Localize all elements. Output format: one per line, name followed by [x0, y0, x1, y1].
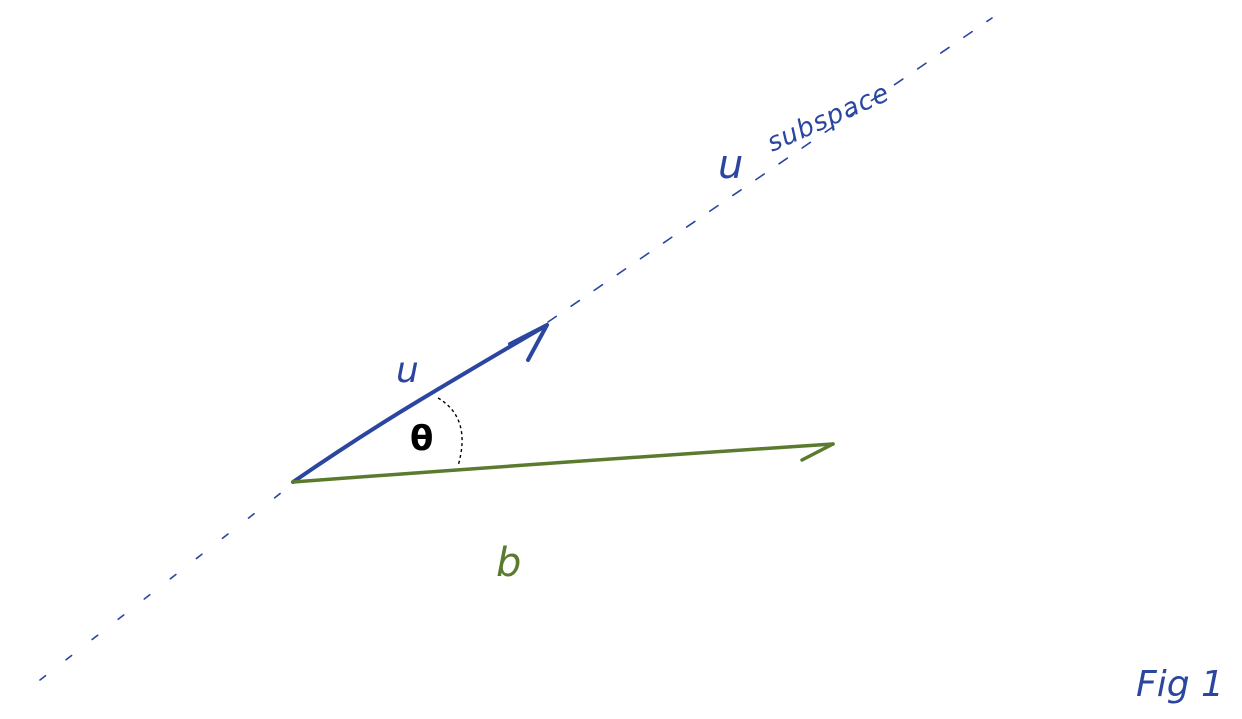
- figure-caption: Fig 1: [1136, 664, 1224, 705]
- vector-u-arrowhead: [508, 323, 549, 362]
- subspace-line-upper: [547, 17, 993, 323]
- vector-u: [291, 323, 549, 484]
- subspace-u-label: u: [718, 142, 743, 188]
- vector-u-label: u: [396, 350, 419, 391]
- subspace-line-lower: [39, 481, 296, 681]
- angle-arc: [437, 397, 463, 467]
- vector-b-arrowhead: [800, 442, 835, 462]
- angle-theta-label: θ: [410, 419, 433, 459]
- vector-u-shaft: [291, 323, 549, 484]
- subspace-word-label: subspace: [763, 78, 895, 159]
- vector-b-label: b: [496, 540, 521, 586]
- vector-b: [291, 442, 835, 484]
- vector-b-shaft: [291, 442, 835, 484]
